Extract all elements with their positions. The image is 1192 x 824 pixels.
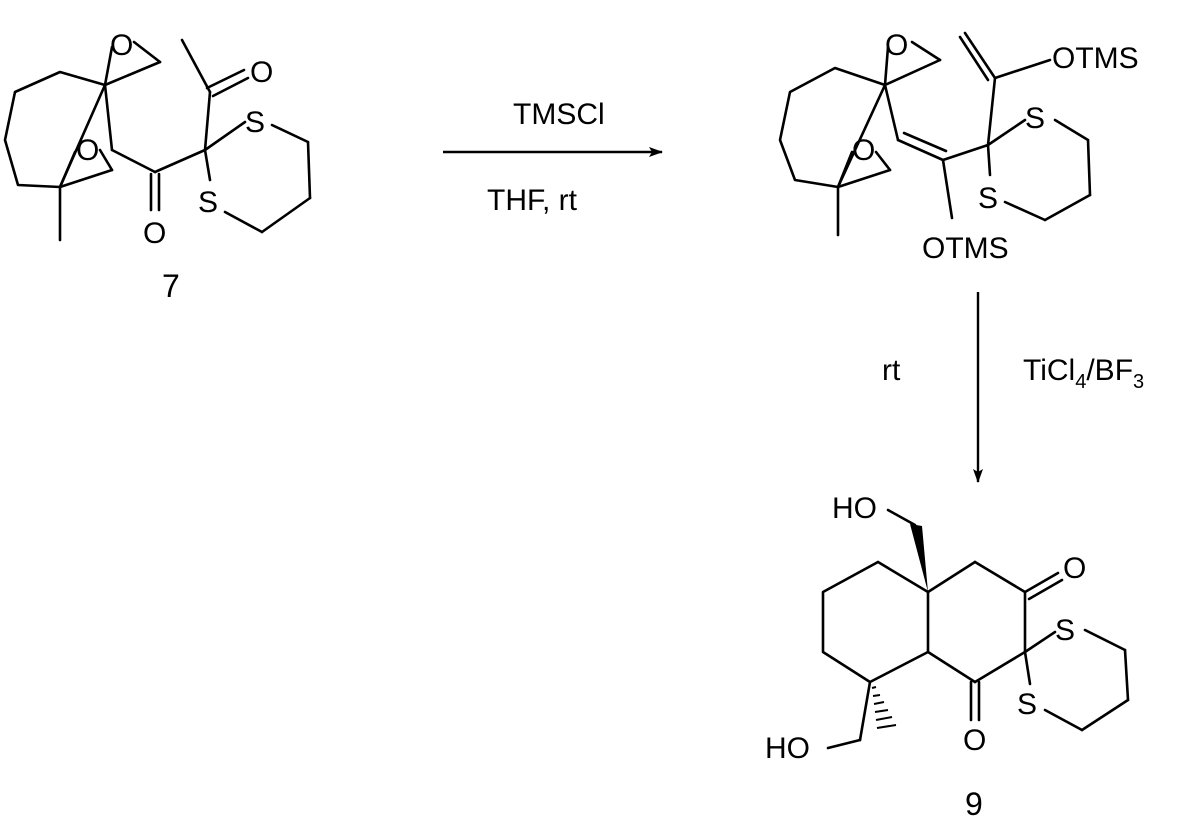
compound-9-wedge-bond [910, 524, 928, 592]
reaction-arrow-2: rt TiCl4/BF3 [882, 292, 1144, 483]
arrow-2-condition: rt [882, 354, 901, 387]
compound-9-number: 9 [965, 786, 983, 822]
compound-9-structure: HO O S S HO O 9 [765, 492, 1130, 822]
compound-7-o-epoxide-low: O [76, 134, 99, 167]
compound-7-s-upper: S [245, 106, 265, 139]
compound-7-bonds [3, 38, 312, 242]
intermediate-otms-upper: OTMS [1052, 42, 1139, 75]
compound-7-o-ketone: O [143, 217, 166, 250]
intermediate-o-epoxide-low: O [852, 134, 875, 167]
compound-9-hashed-bond [871, 686, 897, 729]
compound-9-s-upper: S [1055, 614, 1075, 647]
intermediate-s-upper: S [1025, 102, 1045, 135]
arrow-1-conditions: THF, rt [487, 184, 578, 217]
compound-7-o-epoxide-top: O [110, 29, 133, 62]
arrow-2-reagent: TiCl4/BF3 [1023, 354, 1144, 393]
compound-9-ho-bottom: HO [765, 732, 810, 765]
compound-9-bonds [821, 508, 1130, 750]
intermediate-o-epoxide-top: O [885, 29, 908, 62]
compound-9-s-lower: S [1017, 688, 1037, 721]
reaction-arrow-1: TMSCl THF, rt [443, 98, 663, 217]
compound-7-structure: O O S O S O 7 [3, 29, 312, 304]
arrow-1-reagent: TMSCl [513, 98, 605, 131]
compound-9-o-bottom: O [963, 724, 986, 757]
intermediate-bonds [778, 31, 1092, 237]
compound-9-ho-top: HO [832, 492, 877, 525]
compound-7-o-acetyl: O [250, 56, 273, 89]
compound-7-number: 7 [162, 268, 180, 304]
intermediate-structure: O OTMS S O S OTMS [778, 29, 1139, 265]
compound-7-s-lower: S [198, 186, 218, 219]
compound-9-o-right: O [1063, 552, 1086, 585]
intermediate-otms-lower: OTMS [922, 232, 1009, 265]
intermediate-s-lower: S [978, 182, 998, 215]
